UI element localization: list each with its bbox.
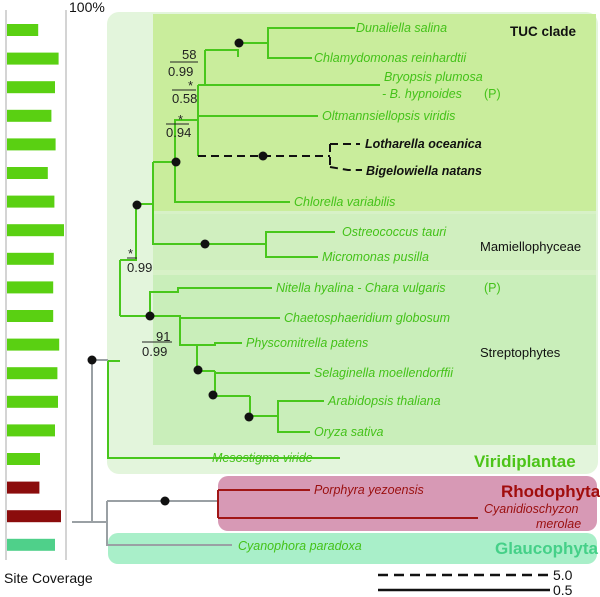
streptophytes-box — [153, 275, 596, 445]
coverage-bar — [7, 453, 40, 465]
support-top: * — [128, 246, 133, 261]
taxon-bryopsis-plastid: (P) — [484, 87, 501, 101]
scale-label-solid: 0.5 — [553, 582, 573, 597]
coverage-bar — [7, 81, 55, 94]
coverage-bar — [7, 252, 54, 265]
coverage-bar — [7, 538, 55, 551]
taxon-arabidopsis: Arabidopsis thaliana — [327, 394, 441, 408]
coverage-bar — [7, 138, 56, 151]
supported-nodes — [87, 38, 268, 506]
coverage-bar — [7, 167, 48, 179]
taxon-oryza: Oryza sativa — [314, 425, 384, 439]
support-top: * — [188, 78, 193, 93]
label-rhodophyta: Rhodophyta — [501, 482, 600, 501]
taxon-labels: Dunaliella salina Chlamydomonas reinhard… — [212, 21, 581, 553]
support-top: * — [178, 112, 183, 127]
taxon-selaginella: Selaginella moellendorffii — [314, 366, 454, 380]
label-mamiellophyceae: Mamiellophyceae — [480, 239, 581, 254]
coverage-bar — [7, 510, 61, 523]
taxon-cyanophora: Cyanophora paradoxa — [238, 539, 362, 553]
taxon-physcomitrella: Physcomitrella patens — [246, 336, 368, 350]
taxon-nitella-plastid: (P) — [484, 281, 501, 295]
label-viridiplantae: Viridiplantae — [474, 452, 576, 471]
coverage-bar — [7, 367, 58, 380]
taxon-bryopsis-line2: - B. hypnoides — [382, 87, 462, 101]
coverage-bar — [7, 195, 55, 208]
group-labels: TUC clade Mamiellophyceae Streptophytes … — [474, 24, 600, 558]
coverage-bar — [7, 395, 58, 408]
taxon-bigelowiella: Bigelowiella natans — [366, 164, 482, 178]
taxon-porphyra: Porphyra yezoensis — [314, 483, 424, 497]
coverage-top-label: 100% — [69, 0, 105, 15]
taxon-bryopsis: Bryopsis plumosa — [384, 70, 483, 84]
taxon-oltmannsiellopsis: Oltmannsiellopsis viridis — [322, 109, 455, 123]
taxon-ostreococcus: Ostreococcus tauri — [342, 225, 447, 239]
mamiellophyceae-box — [153, 214, 596, 270]
coverage-bar — [7, 224, 64, 237]
coverage-bar — [7, 109, 52, 122]
coverage-bar — [7, 424, 55, 437]
site-coverage-panel: 100% Site Coverage — [4, 0, 105, 586]
support-values: 58 0.99 * 0.58 * 0.94 * 0.99 91 0.99 — [127, 47, 198, 359]
label-streptophytes: Streptophytes — [480, 345, 561, 360]
scale-bars: 5.0 0.5 — [378, 567, 573, 597]
label-glaucophyta: Glaucophyta — [495, 539, 599, 558]
taxon-chlamydomonas: Chlamydomonas reinhardtii — [314, 51, 467, 65]
glaucophyta-box — [108, 533, 597, 564]
taxon-micromonas: Micromonas pusilla — [322, 250, 429, 264]
taxon-cyanidioschyzon-line2: merolae — [536, 517, 581, 531]
coverage-bars — [7, 24, 64, 551]
support-bottom: 0.99 — [127, 260, 152, 275]
coverage-bar — [7, 281, 54, 294]
taxon-lotharella: Lotharella oceanica — [365, 137, 482, 151]
taxon-cyanidioschyzon: Cyanidioschyzon — [484, 502, 579, 516]
tuc-clade-box — [153, 14, 596, 211]
label-tuc-clade: TUC clade — [510, 24, 577, 39]
support-bottom: 0.99 — [168, 64, 193, 79]
coverage-bar — [7, 24, 39, 36]
support-bottom: 0.94 — [166, 125, 191, 140]
coverage-bar — [7, 481, 40, 494]
coverage-bottom-label: Site Coverage — [4, 570, 93, 586]
taxon-dunaliella: Dunaliella salina — [356, 21, 447, 35]
rhodophyta-branches — [217, 489, 478, 519]
coverage-bar — [7, 52, 59, 65]
coverage-bar — [7, 338, 60, 351]
viridiplantae-branches — [107, 27, 380, 459]
coverage-bar — [7, 310, 54, 322]
taxon-mesostigma: Mesostigma viride — [212, 451, 313, 465]
taxon-chaetosphaeridium: Chaetosphaeridium globosum — [284, 311, 450, 325]
support-top: 91 — [156, 329, 170, 344]
support-bottom: 0.58 — [172, 91, 197, 106]
support-bottom: 0.99 — [142, 344, 167, 359]
scale-label-dashed: 5.0 — [553, 567, 573, 583]
support-top: 58 — [182, 47, 196, 62]
taxon-nitella: Nitella hyalina - Chara vulgaris — [276, 281, 446, 295]
taxon-chlorella: Chlorella variabilis — [294, 195, 395, 209]
